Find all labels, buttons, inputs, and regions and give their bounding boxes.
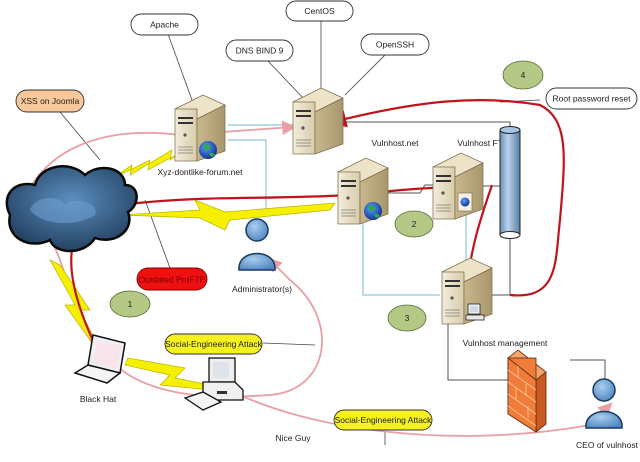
svg-text:2: 2 bbox=[412, 219, 417, 229]
link-firewall-right bbox=[570, 359, 606, 385]
label-ceo: CEO of vulnhost bbox=[576, 440, 639, 450]
internet-cloud-icon bbox=[5, 165, 138, 253]
workstation-icon bbox=[465, 303, 485, 321]
svg-text:1: 1 bbox=[128, 299, 133, 309]
label-vulnhost-management: Vulnhost management bbox=[463, 338, 548, 348]
label-administrator: Administrator(s) bbox=[232, 284, 292, 294]
link-pipe-mgmt bbox=[490, 238, 511, 296]
desktop-computer-icon[interactable] bbox=[183, 357, 244, 411]
svg-text:4: 4 bbox=[521, 70, 526, 80]
callout-root-password-reset: Root password reset bbox=[545, 87, 638, 110]
laptop-icon[interactable] bbox=[73, 334, 126, 384]
person-administrator-icon[interactable] bbox=[238, 218, 276, 271]
firewall-icon bbox=[507, 349, 547, 433]
callout-openssh: OpenSSH bbox=[360, 33, 430, 56]
svg-text:3: 3 bbox=[405, 313, 410, 323]
callout-social-engineering-1: Social-Engineering Attack bbox=[164, 333, 263, 355]
lightning-cloud-vulnhost bbox=[119, 199, 336, 231]
globe-icon bbox=[199, 141, 217, 159]
server-apache[interactable] bbox=[174, 94, 226, 162]
svg-text:DNS BIND 9: DNS BIND 9 bbox=[236, 46, 284, 56]
svg-text:Outdated ProFTP: Outdated ProFTP bbox=[139, 275, 206, 285]
callout-xss-joomla: XSS on Joomla bbox=[15, 89, 85, 113]
globe-icon bbox=[460, 197, 470, 207]
server-centos[interactable] bbox=[292, 87, 344, 155]
label-vulnhost-net: Vulnhost.net bbox=[372, 138, 420, 148]
svg-text:Social-Engineering Attack: Social-Engineering Attack bbox=[335, 415, 433, 425]
svg-text:Root password reset: Root password reset bbox=[553, 94, 632, 104]
svg-text:CentOS: CentOS bbox=[304, 6, 335, 16]
lightning-blackhat-niceguy bbox=[124, 357, 211, 391]
server-vulnhost-net[interactable] bbox=[337, 157, 389, 225]
svg-text:OpenSSH: OpenSSH bbox=[376, 40, 414, 50]
label-apache-server: Xyz-dontlike-forum.net bbox=[157, 167, 243, 177]
globe-icon bbox=[364, 202, 382, 220]
server-vulnhost-ftp[interactable] bbox=[432, 152, 484, 220]
step-marker-2: 2 bbox=[394, 210, 434, 238]
link-firewall-left bbox=[447, 315, 508, 381]
link-apache-admin bbox=[228, 139, 267, 215]
callout-social-engineering-2: Social-Engineering Attack bbox=[333, 409, 433, 431]
attack-path-mgmt-root bbox=[328, 98, 565, 297]
svg-text:Social-Engineering Attack: Social-Engineering Attack bbox=[165, 339, 263, 349]
label-nice-guy: Nice Guy bbox=[276, 433, 312, 443]
label-black-hat: Black Hat bbox=[80, 394, 117, 404]
callout-centos: CentOS bbox=[285, 0, 354, 22]
svg-text:Apache: Apache bbox=[150, 20, 179, 30]
svg-text:XSS on Joomla: XSS on Joomla bbox=[21, 96, 80, 106]
network-bus-pipe bbox=[499, 126, 521, 239]
link-centos-pipe bbox=[333, 121, 511, 130]
callout-dns-bind: DNS BIND 9 bbox=[225, 39, 294, 62]
step-marker-3: 3 bbox=[387, 304, 427, 332]
callout-outdated-proftp: Outdated ProFTP bbox=[136, 267, 208, 291]
attack-path-cloud-ftp bbox=[70, 178, 460, 346]
step-marker-4: 4 bbox=[502, 60, 544, 90]
link-vulnhostnet-mgmt bbox=[362, 220, 440, 296]
callout-leaders bbox=[59, 20, 541, 445]
label-vulnhost-ftp: Vulnhost FTP bbox=[457, 138, 509, 148]
step-marker-1: 1 bbox=[109, 290, 151, 318]
server-vulnhost-management[interactable] bbox=[441, 257, 493, 325]
person-ceo-icon[interactable] bbox=[585, 378, 623, 429]
callout-apache: Apache bbox=[130, 13, 199, 36]
